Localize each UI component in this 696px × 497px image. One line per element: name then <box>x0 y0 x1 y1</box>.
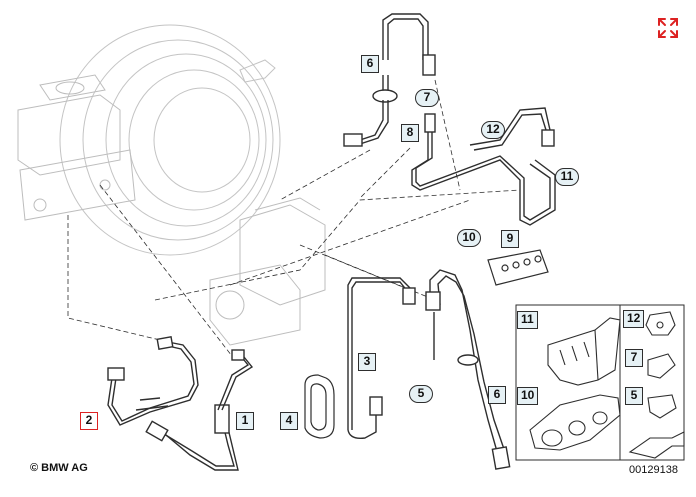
master-cylinder-ghost <box>17 74 136 221</box>
brake-booster-ghost <box>59 24 281 256</box>
callout-8[interactable]: 8 <box>401 124 419 142</box>
copyright-label: © BMW AG <box>30 462 88 474</box>
inset-clip-5 <box>647 394 677 419</box>
inset-clip-10 <box>529 394 621 451</box>
callout-12-main[interactable]: 12 <box>481 121 505 139</box>
leader-lines <box>67 79 521 361</box>
callout-7-inset[interactable]: 7 <box>625 349 643 367</box>
callout-3[interactable]: 3 <box>358 353 376 371</box>
callout-10-inset[interactable]: 10 <box>517 387 539 405</box>
inset-clip-12 <box>645 311 676 336</box>
drawing-number: 00129138 <box>629 464 678 476</box>
expand-arrows-icon[interactable] <box>656 16 680 40</box>
callout-6-upper[interactable]: 6 <box>361 55 379 73</box>
brake-pipe-8 <box>411 107 556 226</box>
callout-10-main[interactable]: 10 <box>457 229 481 247</box>
callout-7-upper[interactable]: 7 <box>415 89 439 107</box>
brake-line-2 <box>107 336 254 471</box>
brake-hose-6-upper <box>343 13 436 147</box>
brake-line-3 <box>347 277 416 440</box>
callout-9[interactable]: 9 <box>501 230 519 248</box>
callout-5-inset[interactable]: 5 <box>625 387 643 405</box>
callout-12-inset[interactable]: 12 <box>623 310 645 328</box>
callout-11-inset[interactable]: 11 <box>517 311 538 329</box>
callout-1[interactable]: 1 <box>236 412 254 430</box>
callout-4[interactable]: 4 <box>280 412 298 430</box>
grommet-9 <box>487 249 549 286</box>
inset-clip-7 <box>647 353 676 379</box>
callout-11-main[interactable]: 11 <box>555 168 579 186</box>
bracket-4 <box>304 374 335 439</box>
callout-5-main[interactable]: 5 <box>409 385 433 403</box>
callout-6-lower[interactable]: 6 <box>488 386 506 404</box>
inset-clip-11 <box>547 317 621 386</box>
brake-hose-6-lower <box>425 269 511 470</box>
abs-unit-ghost <box>209 197 326 346</box>
inset-arrow <box>628 431 685 459</box>
callout-2-highlighted[interactable]: 2 <box>80 412 98 430</box>
